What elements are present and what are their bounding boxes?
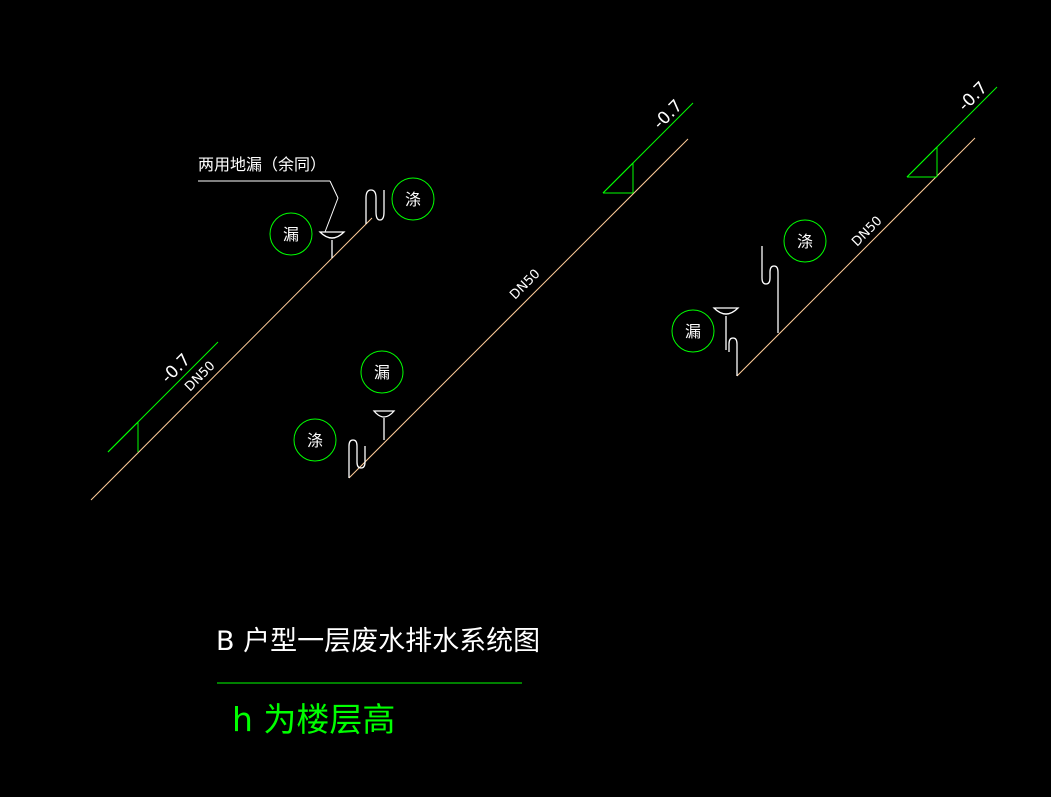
washbasin-trap-1	[365, 189, 385, 224]
fixture-tag-drain-3-text: 漏	[685, 322, 701, 341]
pipe-2	[348, 138, 689, 479]
fixture-tag-basin-3-text: 涤	[797, 232, 813, 251]
leader-line	[198, 180, 339, 233]
elevation-label-2: -0.7	[649, 96, 687, 134]
elevation-label-3: -0.7	[954, 78, 992, 116]
elevation-marker-3	[906, 86, 998, 178]
fixture-tag-basin-3: 涤	[783, 219, 827, 263]
elevation-marker-1	[107, 341, 219, 453]
pipe-label-2: DN50	[507, 267, 543, 303]
drain-system-3: -0.7 DN50 漏 涤	[671, 78, 998, 377]
floor-drain-3	[712, 307, 740, 350]
washbasin-trap-2	[348, 439, 366, 478]
drawing-title: B 户型一层废水排水系统图	[216, 626, 540, 657]
fixture-tag-drain-1: 漏	[269, 212, 313, 256]
fixture-tag-basin-1: 涤	[391, 177, 435, 221]
elevation-marker-2	[602, 102, 694, 194]
pipe-label-3: DN50	[849, 214, 885, 250]
fixture-tag-drain-1-text: 漏	[283, 225, 299, 244]
leader-label: 两用地漏（余同）	[198, 155, 326, 174]
fixture-tag-basin-2: 涤	[293, 418, 337, 462]
pipe-1	[90, 217, 373, 501]
title-block: B 户型一层废水排水系统图 h 为楼层高	[216, 626, 540, 739]
fixture-tag-drain-2: 漏	[360, 350, 404, 394]
fixture-tag-basin-1-text: 涤	[405, 190, 421, 209]
floor-drain-1	[318, 231, 346, 258]
drain-trap-3	[728, 337, 738, 376]
drawing-note: h 为楼层高	[232, 700, 395, 739]
drain-system-2: -0.7 DN50 漏 涤	[293, 96, 694, 479]
floor-drain-2	[372, 410, 396, 440]
fixture-tag-drain-3: 漏	[671, 309, 715, 353]
fixture-tag-basin-2-text: 涤	[307, 431, 323, 450]
washbasin-trap-3	[761, 246, 779, 333]
pipe-3	[736, 137, 976, 377]
drain-system-1: -0.7 DN50 两用地漏（余同） 漏 涤	[90, 155, 435, 501]
fixture-tag-drain-2-text: 漏	[374, 363, 390, 382]
